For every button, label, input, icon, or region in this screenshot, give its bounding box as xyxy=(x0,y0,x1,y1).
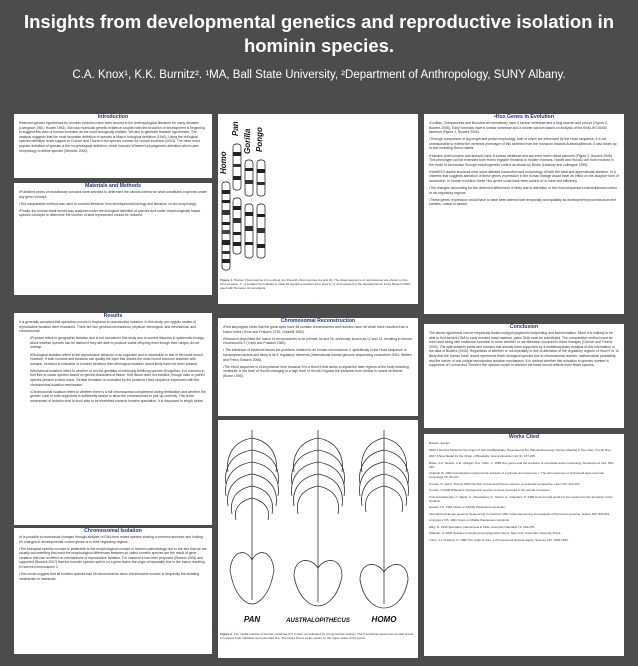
reconstruction-item: •Research pinpointed the fusion of chrom… xyxy=(223,336,412,346)
results-item: •Ethological isolation refers to the rep… xyxy=(30,352,204,366)
chromosomal-isolation-item: •It is possible to reconstruct changes t… xyxy=(19,535,203,544)
hox-panel: •Hox Genes in Evolution •Gorillas, Chimp… xyxy=(424,114,624,314)
materials-item: •Finally, the human fossil record was an… xyxy=(19,208,201,218)
citation: Livingston, F.B. 1961 Notes on Middle Pl… xyxy=(429,518,510,522)
hox-heading: •Hox Genes in Evolution xyxy=(493,114,555,120)
species-label-gorilla: Gorilla xyxy=(243,128,252,154)
reconstruction-item: • The existence of evidence favors the p… xyxy=(223,348,412,362)
hox-item: •Hoxd9/10 double knockout mice show affe… xyxy=(429,169,619,184)
skeleton-label-pan: PAN xyxy=(244,615,261,624)
citation: Curnoe, D. and A. Thorne 2003 Number of … xyxy=(429,481,581,486)
results-heading: Results xyxy=(103,313,123,319)
citation: Wheeler, Q. 2000 Species concepts and ph… xyxy=(429,531,562,535)
citation: Burke, A.C. Nelson, C.E., Morgan, B.A. T… xyxy=(429,460,614,469)
works-cited-heading: Works Cited xyxy=(508,434,540,440)
materials-item: •The comparative method was used to cont… xyxy=(19,201,197,206)
citation: Curnoe, D.2006 Wheeler's phylogenetic sp… xyxy=(429,488,551,492)
hox-item: •These genes' expression would have to h… xyxy=(429,197,617,207)
reconstruction-item: •First karyotypes show that the great ap… xyxy=(223,325,409,334)
pan-chromosomes xyxy=(232,143,242,255)
figure1-caption-label: Figure 1. xyxy=(220,278,233,282)
results-panel: Results It is generally accepted that sp… xyxy=(14,313,212,525)
skeleton-label-homo: HOMO xyxy=(372,615,398,624)
citation: 2006 A Genetic Model for the Origin of H… xyxy=(429,447,612,452)
reconstruction-item: •The Hoxd sequence is of importance here… xyxy=(223,364,409,378)
hox-item: •Humans (both modern and archaic) have 5… xyxy=(429,153,614,167)
chromosomal-isolation-panel: Chromosomal Isolation •It is possible to… xyxy=(14,528,212,654)
gorilla-chromosomes xyxy=(244,159,254,259)
poster-authors: C.A. Knox¹, K.K. Burnitz². ¹MA, Ball Sta… xyxy=(72,69,566,81)
citation: Chiarelli, B. 1962 Comparative morphomet… xyxy=(429,471,605,479)
citation: Fromental-Ramain, C. Warot, X., Messadec… xyxy=(429,494,613,503)
hox-item: •The changes accounting for the observed… xyxy=(429,186,617,195)
skeleton-homo xyxy=(359,430,409,609)
citation: Bowers, Evelyn xyxy=(429,441,450,445)
karyotype-figure: Homo Pan Gorilla Pongo xyxy=(219,121,266,271)
results-intro: It is generally accepted that speciation… xyxy=(19,320,196,334)
figure2-panel: PAN AUSTRALOPITHECUS HOMO Figure 2. The … xyxy=(218,420,418,658)
citation: Mayr, E. 1940 Speciation phenomena in bi… xyxy=(429,524,535,529)
conclusion-heading: Conclusion xyxy=(509,324,539,330)
skeleton-figure: PAN AUSTRALOPITHECUS HOMO xyxy=(225,430,409,624)
results-item: •Physical refers to geographic isolation… xyxy=(30,336,205,350)
materials-body: •Published works of evolutionary scholar… xyxy=(14,190,212,218)
figure1-caption-text: Human Chromosome 2 is a whole two Pan-is… xyxy=(220,278,412,291)
figure1-caption: Figure 1. Human Chromosome 2 is a whole … xyxy=(220,278,416,302)
conclusion-panel: Conclusion The above hypothesis can be e… xyxy=(424,324,624,428)
figure2-caption-text: The modal number of lumbar vertebrae is … xyxy=(220,632,414,641)
skeleton-pan xyxy=(225,430,279,605)
species-label-pongo: Pongo xyxy=(255,127,264,152)
hox-item: •Through comparison of leg length and pe… xyxy=(429,137,617,151)
introduction-body: Reduced species hypotheses for hominin e… xyxy=(19,121,205,153)
species-label-pan: Pan xyxy=(231,121,240,136)
homo-chromosome xyxy=(221,181,231,271)
citation: International Human Genome Sequencing Co… xyxy=(429,511,611,516)
introduction-panel: Introduction Reduced species hypotheses … xyxy=(14,114,212,178)
materials-heading: Materials and Methods xyxy=(85,183,141,189)
pongo-chromosomes xyxy=(256,159,266,259)
chromosomal-isolation-item: •This would suggest that all hominin spe… xyxy=(19,572,200,581)
skeleton-australopithecus xyxy=(291,430,345,607)
results-item: •Mechanical isolation refers to whether … xyxy=(30,368,205,387)
poster-title: Insights from developmental genetics and… xyxy=(23,11,615,56)
citation: 2007 A New Model for the Origin of Biped… xyxy=(429,454,536,458)
skeleton-label-australopithecus: AUSTRALOPITHECUS xyxy=(285,618,350,624)
figure2-caption-label: Figure 2. xyxy=(220,632,233,636)
figure1-panel: Homo Pan Gorilla Pongo xyxy=(218,114,418,304)
results-item: •Chromosomal isolation refers to whether… xyxy=(30,389,206,403)
chromosomal-isolation-heading: Chromosomal Isolation xyxy=(84,528,142,534)
introduction-heading: Introduction xyxy=(97,114,129,120)
species-label-homo: Homo xyxy=(219,151,228,174)
conclusion-body: The above hypothesis can be empirically … xyxy=(429,331,619,368)
citation: Yunis, J.J. Prakash, O. 1982 The origin … xyxy=(429,537,569,542)
works-cited-list: Bowers, Evelyn 2006 A Genetic Model for … xyxy=(424,441,624,542)
materials-item: •Published works of evolutionary scholar… xyxy=(19,190,207,199)
figure2-caption: Figure 2. The modal number of lumbar ver… xyxy=(220,632,416,656)
chromosomal-reconstruction-heading: Chromosomal Reconstruction xyxy=(280,318,356,324)
chromosomal-isolation-item: •The biological species concept is prefe… xyxy=(19,546,207,570)
materials-panel: Materials and Methods •Published works o… xyxy=(14,183,212,295)
works-cited-panel: Works Cited Bowers, Evelyn 2006 A Geneti… xyxy=(424,434,624,656)
results-list: •Physical refers to geographic isolation… xyxy=(14,336,212,403)
chromosomal-reconstruction-panel: Chromosomal Reconstruction •First karyot… xyxy=(218,318,418,416)
citation: Howell, F.C. 1961 Notes on Middle Pleist… xyxy=(429,505,506,509)
hox-item: •Gorillas, Chimpanzees and Bonobos all n… xyxy=(429,121,608,135)
